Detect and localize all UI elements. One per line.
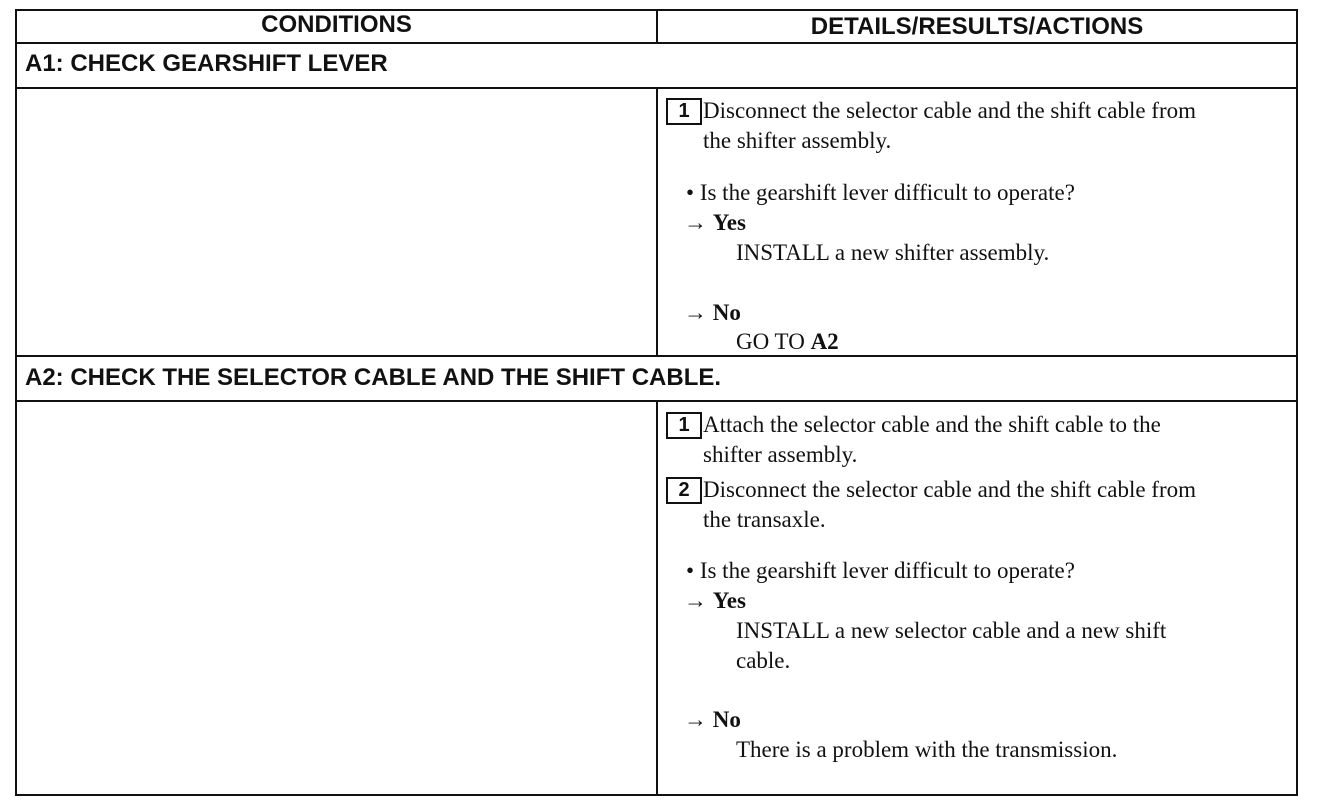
step-text: Disconnect the selector cable and the sh… (703, 475, 1293, 535)
a1-step-1: 1 Disconnect the selector cable and the … (666, 96, 1266, 158)
a1-yes-action: INSTALL a new shifter assembly. (736, 240, 1050, 265)
a2-no-action: There is a problem with the transmission… (736, 737, 1118, 762)
question-text: Is the gearshift lever difficult to oper… (699, 558, 1075, 583)
yes-label: Yes (712, 210, 746, 235)
a2-question: • Is the gearshift lever difficult to op… (686, 556, 1075, 586)
column-divider-a1 (656, 87, 658, 357)
step-number-badge: 2 (666, 477, 702, 504)
arrow-icon: → (684, 707, 707, 732)
a2-no-result: → No (684, 705, 741, 735)
section-a1-title: A1: CHECK GEARSHIFT LEVER (25, 50, 388, 77)
conditions-header: CONDITIONS (261, 11, 412, 38)
go-to-reference: A2 (810, 329, 839, 354)
bullet-glyph: • (686, 558, 695, 583)
table-border-right (1296, 9, 1298, 796)
column-divider-header (656, 9, 658, 44)
arrow-icon: → (684, 588, 707, 613)
step-text-line: shifter assembly. (703, 442, 858, 467)
section-a2-title: A2: CHECK THE SELECTOR CABLE AND THE SHI… (25, 364, 722, 391)
details-header: DETAILS/RESULTS/ACTIONS (810, 13, 1144, 40)
a2-yes-result: → Yes (684, 586, 746, 616)
yes-label: Yes (712, 588, 746, 613)
no-label: No (712, 707, 741, 732)
question-text: Is the gearshift lever difficult to oper… (699, 180, 1075, 205)
column-divider-a2 (656, 400, 658, 796)
step-text-line: the shifter assembly. (703, 128, 892, 153)
arrow-icon: → (684, 300, 707, 325)
table-border-left (15, 9, 17, 796)
step-text-line: the transaxle. (703, 507, 826, 532)
step-text-line: Disconnect the selector cable and the sh… (703, 98, 1197, 123)
a2-yes-action-line: INSTALL a new selector cable and a new s… (736, 618, 1167, 643)
step-number-badge: 1 (666, 98, 702, 125)
a2-yes-action-line: cable. (736, 648, 791, 673)
a2-step-1: 1 Attach the selector cable and the shif… (666, 410, 1266, 472)
a1-no-result: → No (684, 298, 741, 328)
a1-yes-result: → Yes (684, 208, 746, 238)
bullet-glyph: • (686, 180, 695, 205)
step-text: Attach the selector cable and the shift … (703, 410, 1293, 470)
step-text: Disconnect the selector cable and the sh… (703, 96, 1293, 156)
arrow-icon: → (684, 210, 707, 235)
step-number-badge: 1 (666, 412, 702, 439)
step-text-line: Disconnect the selector cable and the sh… (703, 477, 1197, 502)
step-text-line: Attach the selector cable and the shift … (703, 412, 1161, 437)
a1-no-action: GO TO A2 (736, 327, 839, 357)
go-to-text: GO TO (736, 329, 805, 354)
a1-question: • Is the gearshift lever difficult to op… (686, 178, 1075, 208)
no-label: No (712, 300, 741, 325)
a2-step-2: 2 Disconnect the selector cable and the … (666, 475, 1266, 537)
